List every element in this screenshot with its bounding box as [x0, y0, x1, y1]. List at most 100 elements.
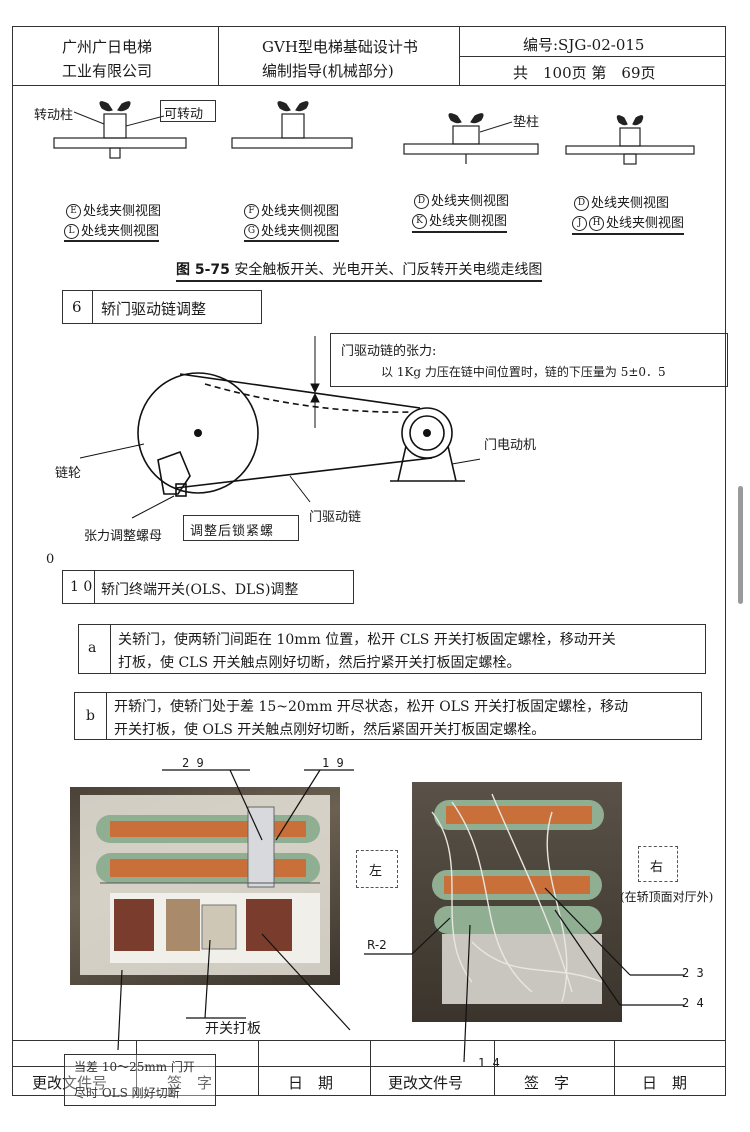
ols-note-line2: 尽时 OLS 刚好切断 — [74, 1086, 180, 1100]
label-pad-column: 垫柱 — [513, 115, 540, 130]
footer-signature-2: 签 字 — [524, 1074, 570, 1092]
tension-note-box — [330, 333, 728, 387]
footer-change-doc-no-1: 更改文件号 — [32, 1074, 108, 1092]
step-b-divider — [106, 692, 107, 740]
step-b-label: b — [86, 708, 95, 724]
step-a-divider — [110, 624, 111, 674]
clamp-view-text: 处线夹侧视图 — [429, 214, 508, 229]
label-rotatable-box — [160, 100, 216, 122]
label-door-drive-chain: 门驱动链 — [309, 510, 362, 525]
lock-bolt-label-box — [183, 515, 299, 541]
footer-signature-1: 签 字 — [167, 1074, 213, 1092]
tension-note-title: 门驱动链的张力: — [341, 344, 437, 359]
section-10-number: 1 0 — [70, 579, 93, 595]
section-6-title: 轿门驱动链调整 — [101, 300, 207, 318]
section-10-divider — [94, 570, 95, 604]
company-name-line1: 广州广日电梯 — [62, 38, 153, 56]
document-title-line2: 编制指导(机械部分) — [262, 62, 394, 80]
step-a-line2: 打板，使 CLS 开关触点刚好切断，然后拧紧开关打板固定螺栓。 — [118, 655, 521, 671]
header-divider-3 — [459, 56, 726, 57]
label-rotatable: 可转动 — [164, 107, 204, 122]
figure-caption: 图 5-75 安全触板开关、光电开关、门反转开关电缆走线图 — [176, 259, 543, 282]
footer-date-2: 日 期 — [642, 1074, 688, 1092]
section-6-divider — [92, 290, 93, 324]
footer-change-doc-no-2: 更改文件号 — [388, 1074, 464, 1092]
clamp-view-text: 处线夹侧视图 — [606, 216, 685, 231]
step-a-label: a — [88, 640, 97, 656]
left-photo-shapes — [80, 795, 330, 975]
step-a-line1: 关轿门，使两轿门间距在 10mm 位置，松开 CLS 开关打板固定螺栓，移动开关 — [118, 632, 616, 648]
circle-letter: F — [244, 204, 259, 219]
photo-leader-lines — [117, 769, 684, 1063]
circle-letter: K — [412, 214, 427, 229]
ols-note-box — [64, 1054, 216, 1106]
section-10-heading — [62, 570, 354, 604]
footer-col-line-2 — [258, 1040, 259, 1096]
tension-note-desc: 以 1Kg 力压在链中间位置时，链的下压量为 5±0．5 — [381, 365, 666, 379]
label-23: 2 3 — [682, 966, 704, 980]
step-b-line2: 开关打板，使 OLS 开关触点刚好切断，然后紧固开关打板固定螺栓。 — [114, 722, 546, 738]
label-r2: R-2 — [367, 938, 387, 952]
label-19: 1 9 — [322, 756, 344, 770]
step-a-box — [78, 624, 706, 674]
section-6-heading — [62, 290, 262, 324]
company-name-line2: 工业有限公司 — [62, 62, 153, 80]
right-orientation-note: (在轿顶面对厅外) — [620, 890, 714, 904]
document-title-line1: GVH型电梯基础设计书 — [262, 38, 418, 56]
label-tension-nut: 张力调整螺母 — [84, 529, 163, 544]
ols-note-line1: 当差 10～25mm 门开 — [74, 1060, 195, 1074]
footer-col-line-1 — [136, 1040, 137, 1096]
section-10-title: 轿门终端开关(OLS、DLS)调整 — [101, 582, 299, 598]
header-divider-1 — [218, 26, 219, 86]
label-lock-bolt: 调整后锁紧螺 — [190, 524, 275, 539]
clamp-view-text: 处线夹侧视图 — [83, 204, 162, 219]
clamp-side-views-drawing — [53, 101, 695, 165]
right-indicator-box — [638, 846, 678, 882]
figure-caption-text: 安全触板开关、光电开关、门反转开关电缆走线图 — [234, 262, 543, 278]
label-24: 2 4 — [682, 996, 704, 1010]
step-b-box — [74, 692, 702, 740]
circle-letter: E — [66, 204, 81, 219]
scrollbar-thumb[interactable] — [738, 486, 743, 604]
chain-drive-drawing — [79, 336, 480, 519]
page-count: 共 100页 第 69页 — [513, 64, 656, 82]
right-indicator-label: 右 — [650, 860, 664, 875]
clamp-view-text: 处线夹侧视图 — [261, 204, 340, 219]
clamp-view-text: 处线夹侧视图 — [261, 224, 340, 239]
section-6-number: 6 — [72, 298, 82, 316]
switch-plate-label: 开关打板 — [205, 1021, 261, 1037]
footer-row-line — [12, 1066, 726, 1067]
stray-zero: 0 — [46, 552, 55, 567]
footer-col-line-4 — [494, 1040, 495, 1096]
circle-letter: J — [572, 216, 587, 231]
circle-letter: D — [414, 194, 429, 209]
clamp-view-text: 处线夹侧视图 — [81, 224, 160, 239]
circle-letter: H — [589, 216, 604, 231]
footer-col-line-3 — [370, 1040, 371, 1096]
circle-letter: L — [64, 224, 79, 239]
footer-col-line-5 — [614, 1040, 615, 1096]
right-resistor-photo — [412, 782, 622, 1022]
left-resistor-photo — [70, 787, 340, 985]
label-29: 2 9 — [182, 756, 204, 770]
clamp-view-text: 处线夹侧视图 — [431, 194, 510, 209]
label-sprocket: 链轮 — [55, 466, 82, 481]
footer-table — [12, 1040, 726, 1096]
footer-date-1: 日 期 — [288, 1074, 334, 1092]
clamp-view-text: 处线夹侧视图 — [591, 196, 670, 211]
step-b-line1: 开轿门，使轿门处于差 15~20mm 开尽状态，松开 OLS 开关打板固定螺栓，… — [114, 699, 629, 715]
label-rotating-column: 转动柱 — [34, 108, 74, 123]
left-indicator-label: 左 — [369, 864, 383, 879]
circle-letter: D — [574, 196, 589, 211]
circle-letter: G — [244, 224, 259, 239]
figure-number: 图 5-75 — [176, 262, 230, 278]
label-door-motor: 门电动机 — [484, 438, 537, 453]
